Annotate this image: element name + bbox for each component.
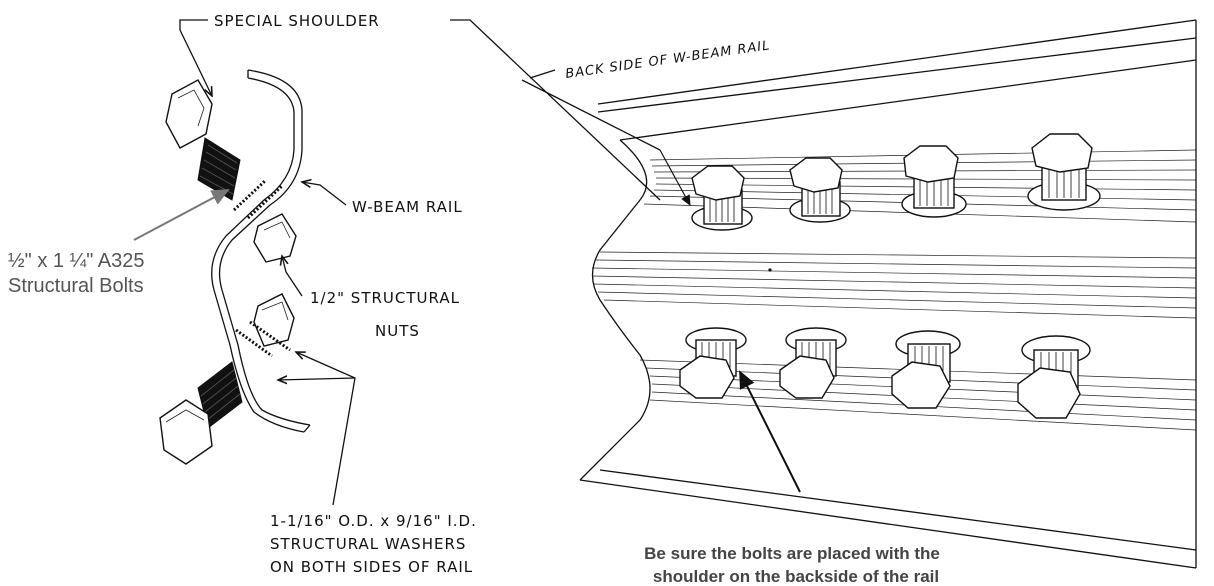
back-side-label: BACK SIDE OF W-BEAM RAIL	[564, 38, 771, 82]
lower-bolt-2	[779, 327, 847, 399]
lower-washers	[235, 320, 291, 358]
bolts-label-line1: ½" x 1 ¼" A325	[8, 250, 145, 272]
w-beam-rail-label: W-BEAM RAIL	[352, 198, 463, 216]
upper-bolt-1	[691, 165, 753, 231]
lower-bolt-1	[679, 327, 747, 399]
lower-bolt	[159, 361, 243, 465]
note-line2: shoulder on the backside of the rail	[653, 567, 939, 586]
washers-label-line2: STRUCTURAL WASHERS	[270, 535, 466, 553]
upper-bolt-row	[691, 133, 1101, 231]
bolts-label-line2: Structural Bolts	[8, 275, 144, 297]
special-shoulder-callout: SPECIAL SHOULDER	[179, 12, 661, 201]
nuts-callout: 1/2" STRUCTURAL NUTS	[282, 256, 460, 340]
perspective-view: BACK SIDE OF W-BEAM RAIL	[521, 19, 1197, 569]
note-callout: Be sure the bolts are placed with the sh…	[644, 370, 940, 586]
washers-callout: 1-1/16" O.D. x 9/16" I.D. STRUCTURAL WAS…	[270, 352, 477, 576]
middle-crown	[591, 251, 1197, 319]
upper-bolt-3	[901, 145, 967, 218]
structural-bolts-callout: ½" x 1 ¼" A325 Structural Bolts	[8, 189, 230, 297]
upper-bolt-2	[789, 157, 851, 223]
upper-bolt-4	[1027, 133, 1101, 211]
lower-bolt-4	[1017, 335, 1091, 419]
cross-section-view	[159, 69, 311, 465]
w-beam-rail-callout: W-BEAM RAIL	[302, 182, 463, 216]
nuts-label-line2: NUTS	[375, 322, 420, 340]
w-beam-rail-profile	[218, 69, 311, 426]
lower-bolt-row	[679, 327, 1091, 419]
upper-nut	[253, 213, 297, 263]
washers-label-line1: 1-1/16" O.D. x 9/16" I.D.	[270, 512, 477, 530]
note-line1: Be sure the bolts are placed with the	[644, 544, 940, 563]
upper-washers	[232, 178, 284, 220]
lower-bolt-3	[891, 330, 961, 409]
washers-label-line3: ON BOTH SIDES OF RAIL	[270, 558, 473, 576]
w-beam-rail-profile-inner	[211, 77, 305, 433]
nuts-label-line1: 1/2" STRUCTURAL	[310, 289, 460, 307]
upper-bolt	[165, 79, 241, 201]
special-shoulder-label: SPECIAL SHOULDER	[214, 12, 380, 30]
